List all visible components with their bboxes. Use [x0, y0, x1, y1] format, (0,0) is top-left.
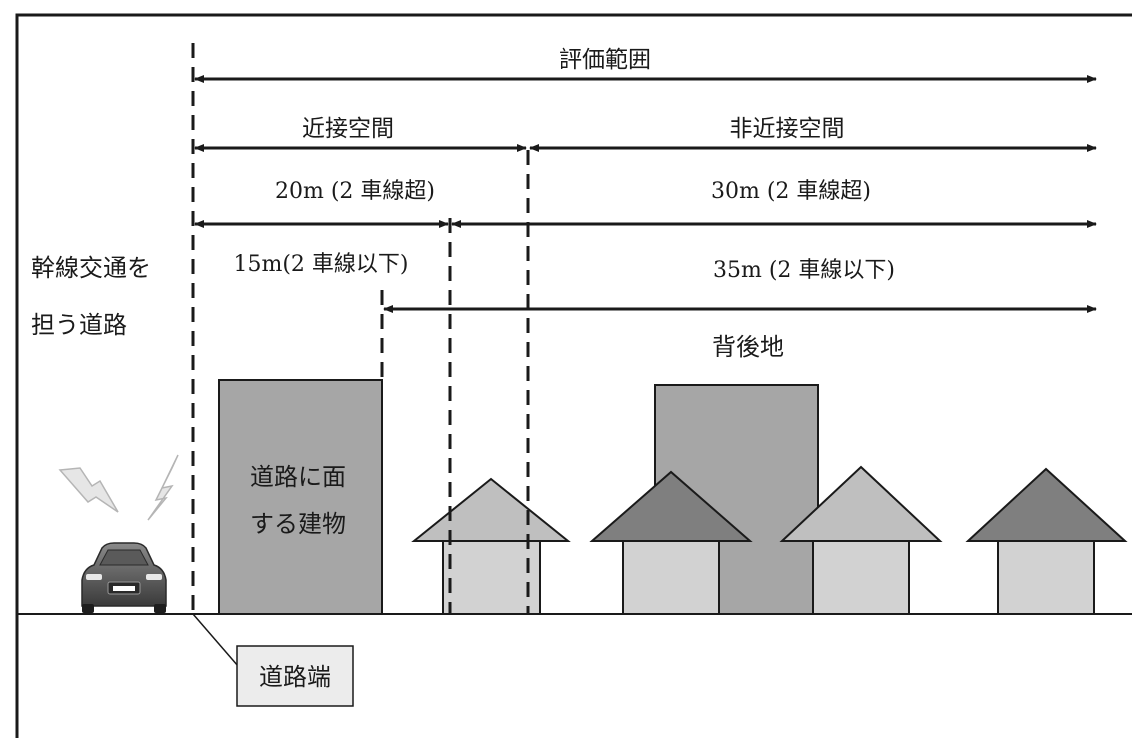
- road-edge-label: 道路端: [259, 663, 331, 691]
- road-label-line2: 担う道路: [31, 311, 127, 339]
- house-1: [411, 477, 571, 615]
- car-icon: [81, 542, 167, 613]
- building-label-line1: 道路に面: [250, 463, 346, 491]
- near-over2-label: 20m (2 車線超): [275, 179, 435, 204]
- eval-range-label: 評価範囲: [559, 47, 651, 73]
- backland-label: 背後地: [712, 333, 784, 361]
- non-near-space-label: 非近接空間: [730, 116, 845, 142]
- building-label-line2: する建物: [250, 510, 346, 538]
- near-le2-label: 15m(2 車線以下): [233, 252, 408, 277]
- house-4: [965, 467, 1128, 615]
- frame: [15, 13, 1132, 738]
- road-edge-callout: [236, 645, 354, 707]
- far-over2-label: 30m (2 車線超): [711, 179, 871, 204]
- road-label-line1: 幹線交通を: [31, 254, 151, 282]
- house-3: [779, 465, 943, 615]
- near-space-label: 近接空間: [302, 116, 394, 142]
- far-le2-label: 35m (2 車線以下): [713, 258, 895, 283]
- sound-wave-icon: [58, 454, 179, 521]
- house-2: [589, 470, 753, 615]
- roadside-building: [218, 379, 383, 615]
- road-edge-leader: [192, 613, 239, 667]
